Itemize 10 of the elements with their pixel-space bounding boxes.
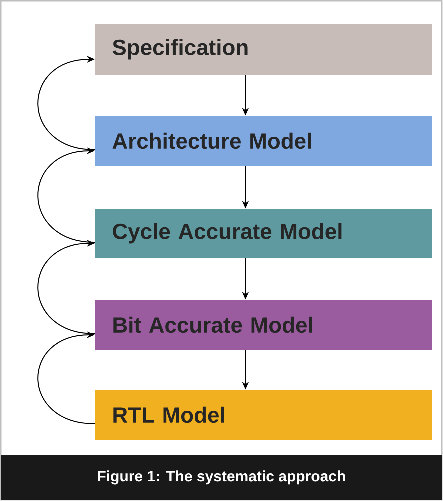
arrow	[38, 240, 96, 334]
process-box: Architecture Model	[95, 116, 432, 166]
caption-bar: Figure 1: The systematic approach	[1, 455, 442, 500]
process-box: Cycle Accurate Model	[95, 209, 432, 258]
arrow	[38, 331, 96, 424]
arrow	[38, 56, 96, 150]
process-box: RTL Model	[95, 390, 432, 440]
process-box: Bit Accurate Model	[95, 300, 432, 350]
arrow	[38, 147, 96, 243]
process-box: Specification	[95, 24, 432, 75]
